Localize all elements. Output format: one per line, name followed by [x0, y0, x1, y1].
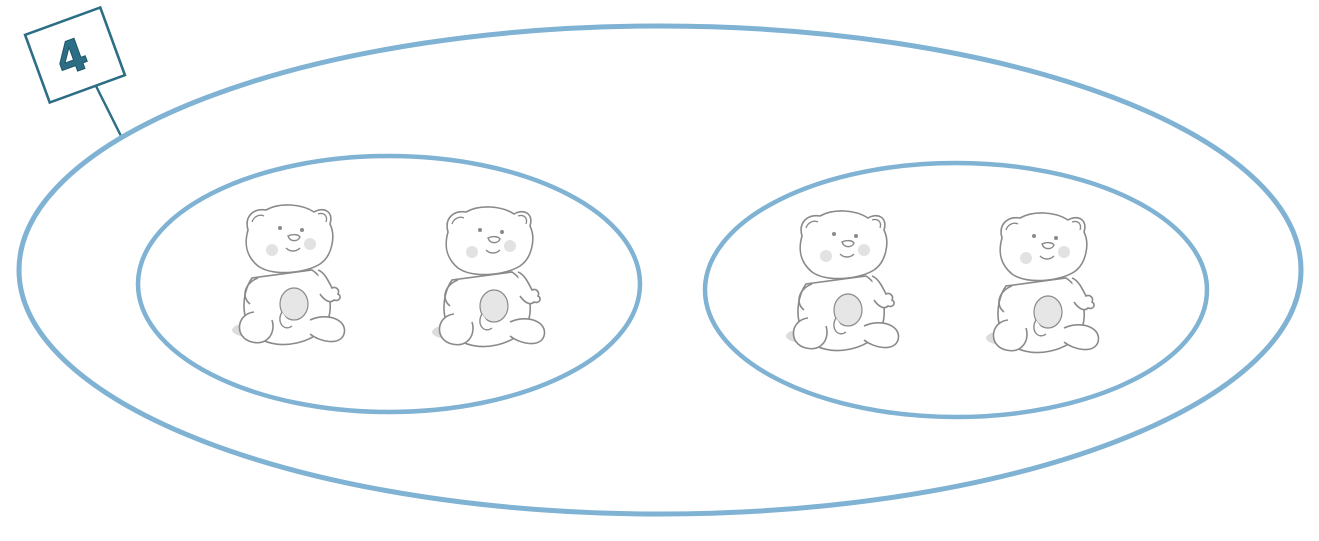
teddy-bear-icon [986, 213, 1099, 353]
right-group-ellipse [705, 163, 1207, 417]
number-sign: 4 [25, 7, 125, 102]
teddy-bear-icon [232, 205, 345, 345]
sign-post [96, 86, 122, 138]
teddy-bear-icon [432, 207, 545, 347]
outer-set-ellipse [19, 26, 1301, 514]
left-group-ellipse [138, 156, 640, 412]
teddy-bear-icon [786, 211, 899, 351]
